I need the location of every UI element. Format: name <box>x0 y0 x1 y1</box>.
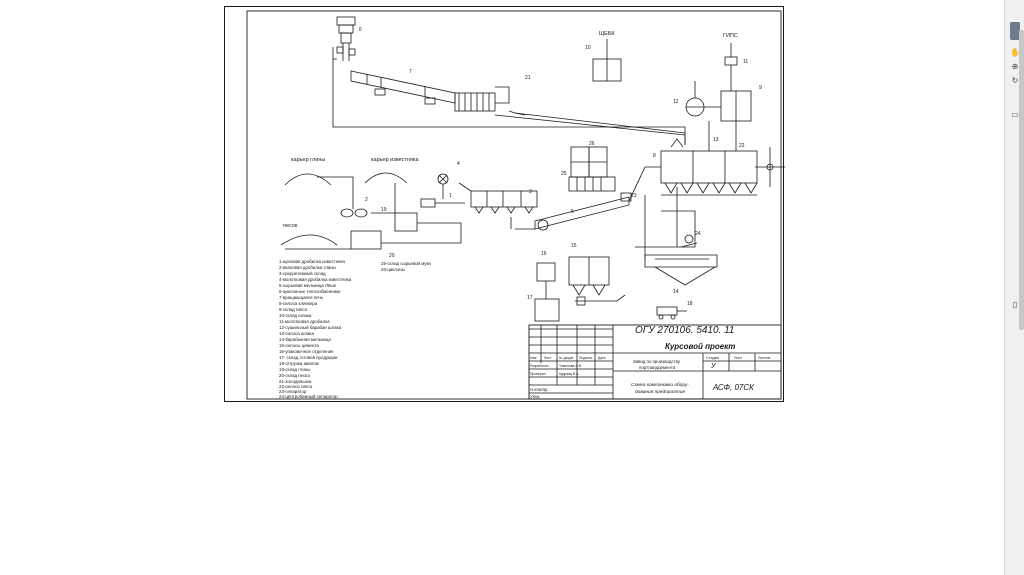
num-17: 17 <box>527 295 533 301</box>
num-8: 8 <box>653 153 656 159</box>
legend-item: 4-молотковая дробилка известняка <box>279 277 352 282</box>
legend-item: 1-щековая дробилка известняка <box>279 259 346 264</box>
legend-item: 11-молотковая дробилка <box>279 319 330 324</box>
legend-item: 10-склад шлака <box>279 313 312 318</box>
col-sign: Подпись <box>579 356 593 360</box>
col-izm: Изм. <box>530 356 537 360</box>
project-type: Курсовой проект <box>665 342 735 351</box>
legend-item: 12-сушильный барабан шлака <box>279 325 342 330</box>
plant-name-line1: Завод по производству <box>633 359 681 364</box>
label-shchebka: ЩЕБК <box>599 31 615 37</box>
num-25: 25 <box>561 171 567 177</box>
zoom-icon[interactable]: ⊕ <box>1011 62 1019 71</box>
num-6: 6 <box>359 27 362 33</box>
num-24: 24 <box>695 231 701 237</box>
orbit-icon[interactable]: ↻ <box>1011 76 1019 85</box>
legend-item: 21-холодильник <box>279 379 312 384</box>
label-sand: песок <box>283 223 298 229</box>
col-list: Лист <box>544 356 552 360</box>
row-razrab: Разработал <box>530 364 548 368</box>
num-1: 1 <box>449 193 452 199</box>
legend-item: 23-сепаратор <box>279 389 307 394</box>
num-5: 5 <box>571 209 574 215</box>
num-7: 7 <box>409 69 412 75</box>
sheets-header: Листов <box>758 356 770 360</box>
num-14: 14 <box>673 289 679 295</box>
num-12: 12 <box>673 99 679 105</box>
col-ndoc: № докум. <box>559 356 574 360</box>
stage-header: Стадия <box>706 356 719 360</box>
legend-item: 24-центробежный сепаратор <box>279 394 338 399</box>
stage-value: У <box>710 363 717 370</box>
plant-name-line2: портландцемента <box>639 365 676 370</box>
sheet-header: Лист <box>734 356 743 360</box>
num-3: 3 <box>529 189 532 195</box>
num-26: 26 <box>589 141 595 147</box>
legend-item: 8-силоса клинкера <box>279 301 318 306</box>
num-16: 16 <box>541 251 547 257</box>
label-gips: ГИПС <box>723 33 738 39</box>
col-date: Дата <box>598 356 606 360</box>
label-limestone-quarry: карьер известняка <box>371 157 419 163</box>
legend-item: 7-вращающаяся печь <box>279 295 324 300</box>
drawing-sheet: 6 7 21 10 11 9 12 13 8 22 26 25 4 1 2 3 … <box>224 6 785 402</box>
num-15: 15 <box>571 243 577 249</box>
label-clay-quarry: карьер глины <box>291 157 325 163</box>
right-toolbar: ✋ ⊕ ↻ ▭ ▯ <box>1004 0 1024 575</box>
legend-item: 6-циклонные теплообменники <box>279 289 341 294</box>
num-18: 18 <box>687 301 693 307</box>
num-9: 9 <box>759 85 762 91</box>
proveril-name: Кудрявц В.А. <box>559 372 579 376</box>
num-2: 2 <box>365 197 368 203</box>
num-19: 19 <box>381 207 387 213</box>
legend-item: 25-склад сырьевой муки <box>381 261 431 266</box>
num-13: 13 <box>713 137 719 143</box>
razrab-name: Тимонова А.В. <box>559 364 582 368</box>
legend-item: 2-валковая дробилка глины <box>279 265 336 270</box>
pan-icon[interactable]: ✋ <box>1010 48 1020 57</box>
num-20: 20 <box>389 253 395 259</box>
legend-item: 22-силоса гипса <box>279 384 313 389</box>
legend-item: 19-склад глины <box>279 367 310 372</box>
legend-item: 3-среднетемный склад <box>279 271 326 276</box>
legend-item: 13-силоса шлака <box>279 331 314 336</box>
legend-item: 17- склад готовой продукции <box>279 355 338 360</box>
num-10: 10 <box>585 45 591 51</box>
legend-item: 14-барабанная мельница <box>279 337 331 342</box>
org-code: АСФ, 07СК <box>712 383 755 392</box>
row-proveril: Проверил <box>530 372 546 376</box>
vertical-scrollbar[interactable] <box>1019 30 1024 330</box>
fit-icon[interactable]: ▭ <box>1011 110 1019 119</box>
row-nkontr: Н.контр. <box>530 387 549 392</box>
num-4: 4 <box>457 161 460 167</box>
row-utv: Утв. <box>530 394 540 399</box>
num-11: 11 <box>743 59 748 65</box>
legend-item: 5-сырьевая мельница Лёше <box>279 283 337 288</box>
scheme-line2: дования предприятия <box>635 389 685 395</box>
process-flow-diagram: 6 7 21 10 11 9 12 13 8 22 26 25 4 1 2 3 … <box>246 10 785 400</box>
legend-item: 20-склад песка <box>279 373 310 378</box>
num-23: 23 <box>631 193 637 199</box>
num-22: 22 <box>739 143 745 149</box>
pin-icon[interactable]: ▯ <box>1012 300 1018 309</box>
legend-item: 18-отгрузка авапом <box>279 361 319 366</box>
toolbar-handle[interactable] <box>1010 22 1020 40</box>
doc-code: ОГУ 270106. 5410. 11 <box>635 325 735 336</box>
legend-item: 16-упаковочное отделение <box>279 349 334 354</box>
legend-item: 26-циклоны <box>381 267 405 272</box>
legend-item: 9-склад гипса <box>279 307 307 312</box>
num-21: 21 <box>525 75 531 81</box>
scheme-line1: Схема компоновки обору- <box>631 382 689 388</box>
legend-item: 15-силосы цемента <box>279 343 319 348</box>
